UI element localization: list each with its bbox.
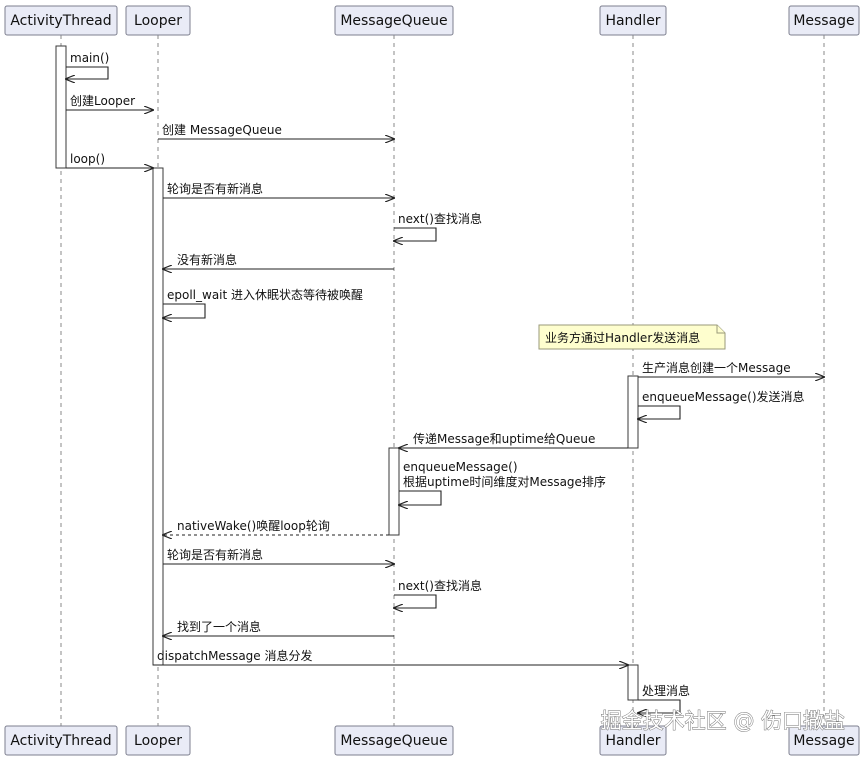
participant-ms-top: Message	[788, 5, 860, 36]
participant-label: MessageQueue	[340, 733, 447, 749]
message-9: 生产消息创建一个Message	[638, 360, 824, 377]
participant-mq-top: MessageQueue	[334, 5, 454, 36]
activation-bar	[55, 45, 67, 169]
participant-label: Looper	[134, 733, 182, 749]
message-label: enqueueMessage()	[403, 460, 518, 474]
message-3: 创建 MessageQueue	[158, 123, 394, 139]
participant-label: ActivityThread	[10, 733, 111, 749]
message-label: main()	[70, 51, 109, 65]
message-10: enqueueMessage()发送消息	[638, 389, 805, 419]
participant-box	[125, 5, 191, 36]
self-message-arrow	[399, 490, 442, 505]
message-18: 处理消息	[638, 683, 690, 713]
message-label: 生产消息创建一个Message	[642, 360, 791, 375]
message-4: loop()	[66, 152, 153, 168]
participant-at-bottom: ActivityThread	[4, 725, 118, 756]
participant-hd-bottom: Handler	[599, 725, 667, 756]
participant-label: Handler	[605, 733, 660, 749]
message-label: 没有新消息	[177, 252, 237, 267]
self-message-arrow	[394, 227, 437, 241]
message-1: main()	[66, 51, 109, 79]
message-label: 创建 MessageQueue	[162, 123, 282, 137]
message-label: 根据uptime时间维度对Message排序	[403, 474, 606, 489]
self-message-arrow	[638, 699, 681, 713]
message-6: next()查找消息	[394, 211, 482, 241]
self-message-arrow	[163, 303, 206, 318]
self-message-arrow	[66, 66, 109, 79]
participant-hd-top: Handler	[599, 5, 667, 36]
participant-lp-bottom: Looper	[125, 725, 191, 756]
message-label: epoll_wait 进入休眠状态等待被唤醒	[167, 288, 363, 302]
message-label: 轮询是否有新消息	[167, 547, 263, 562]
self-message-arrow	[638, 405, 681, 419]
message-label: 处理消息	[642, 683, 690, 698]
message-14: 轮询是否有新消息	[163, 547, 394, 564]
participant-mq-bottom: MessageQueue	[334, 725, 454, 756]
participant-ms-bottom: Message	[788, 725, 860, 756]
message-15: next()查找消息	[394, 578, 482, 608]
participant-label: MessageQueue	[340, 13, 447, 29]
message-16: 找到了一个消息	[163, 619, 394, 636]
participant-box	[4, 725, 118, 756]
participant-box	[125, 725, 191, 756]
message-label: 创建Looper	[70, 94, 135, 108]
message-label: next()查找消息	[398, 578, 482, 593]
message-label: 传递Message和uptime给Queue	[413, 431, 595, 446]
participant-box	[4, 5, 118, 36]
participant-box	[334, 725, 454, 756]
message-13: nativeWake()唤醒loop轮询	[163, 519, 389, 535]
participant-box	[334, 5, 454, 36]
activation-bar	[627, 375, 639, 449]
message-label: next()查找消息	[398, 211, 482, 226]
participant-box	[599, 5, 667, 36]
message-label: dispatchMessage 消息分发	[157, 648, 313, 663]
participant-label: Message	[793, 13, 854, 29]
message-8: epoll_wait 进入休眠状态等待被唤醒	[163, 288, 363, 318]
message-12: enqueueMessage()根据uptime时间维度对Message排序	[399, 460, 606, 505]
message-7: 没有新消息	[163, 252, 394, 269]
message-label: enqueueMessage()发送消息	[642, 389, 805, 404]
note-text: 业务方通过Handler发送消息	[545, 330, 700, 345]
participant-box	[788, 5, 860, 36]
participant-box	[788, 725, 860, 756]
message-2: 创建Looper	[66, 94, 153, 110]
message-11: 传递Message和uptime给Queue	[399, 431, 628, 448]
self-message-arrow	[394, 594, 437, 608]
message-label: nativeWake()唤醒loop轮询	[177, 519, 330, 533]
activation-bar	[152, 167, 164, 666]
participant-lp-top: Looper	[125, 5, 191, 36]
participant-at-top: ActivityThread	[4, 5, 118, 36]
participant-label: Looper	[134, 13, 182, 29]
note-box	[538, 324, 726, 350]
message-5: 轮询是否有新消息	[163, 181, 394, 198]
note-fold	[716, 325, 725, 334]
participant-label: Message	[793, 733, 854, 749]
activation-bar	[627, 664, 639, 701]
message-label: 轮询是否有新消息	[167, 181, 263, 196]
message-17: dispatchMessage 消息分发	[153, 648, 628, 665]
participant-label: ActivityThread	[10, 13, 111, 29]
participant-box	[599, 725, 667, 756]
message-label: 找到了一个消息	[177, 619, 261, 634]
participant-label: Handler	[605, 13, 660, 29]
watermark: 掘金技术社区 @ 伤口撒盐	[601, 709, 845, 733]
note: 业务方通过Handler发送消息	[538, 324, 726, 350]
message-label: loop()	[70, 152, 105, 166]
activation-bar	[388, 447, 400, 536]
